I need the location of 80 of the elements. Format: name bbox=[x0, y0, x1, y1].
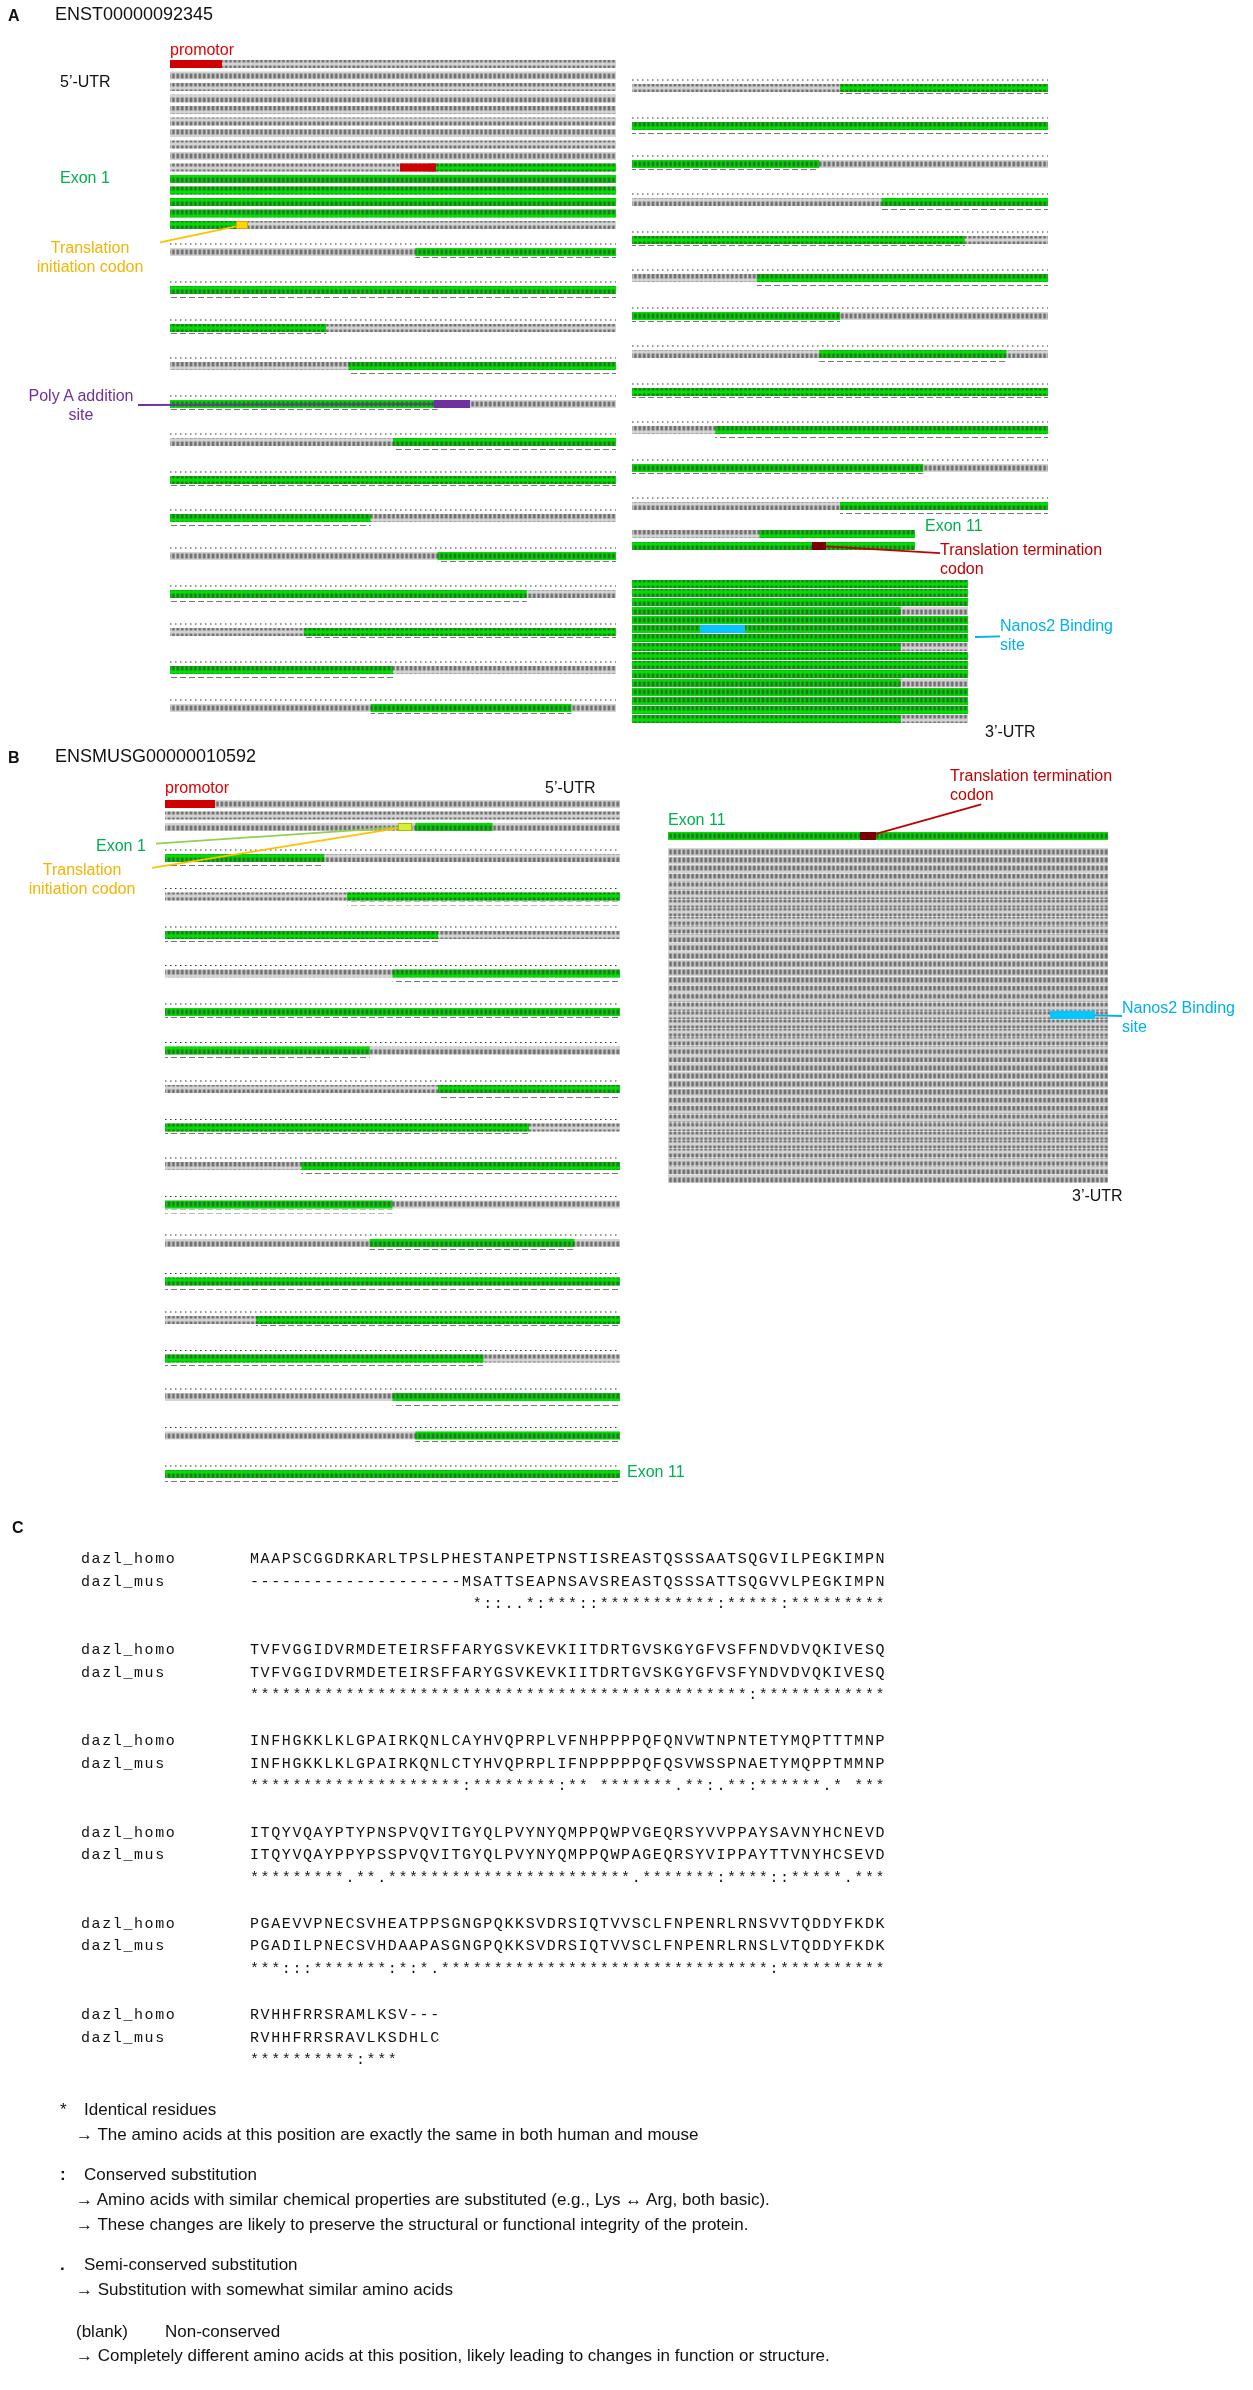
leader-line bbox=[974, 635, 1001, 638]
region-label: Exon 11 bbox=[627, 1462, 685, 1482]
highlight-mark bbox=[236, 221, 248, 229]
protein-sequence: RVHHFRRSRAMLKSV--- bbox=[250, 2007, 441, 2025]
legend-term: Identical residues bbox=[84, 2100, 217, 2121]
protein-sequence: PGAEVVPNECSVHEATPPSGNGPQKKSVDRSIQTVVSCLFNPENRLRNSVVTQDDYFKDK bbox=[250, 1915, 887, 1934]
protein-sequence: INFHGKKLKLGPAIRKQNLCAYHVQPRPLVFNHPPPPQFQNVWTNPNTETYMQPTTTMNP bbox=[250, 1733, 887, 1752]
highlight-mark bbox=[434, 400, 470, 408]
region-label: 5’-UTR bbox=[545, 778, 596, 798]
conservation-line: ********************:********:** *******.**:.**:******.* *** bbox=[250, 1778, 887, 1797]
legend-description: → The amino acids at this position are exactly the same in both human and mouse bbox=[76, 2125, 699, 2146]
leader-line bbox=[875, 803, 983, 835]
callout-label: Poly A addition site bbox=[24, 386, 138, 425]
gene-id: ENSMUSG00000010592 bbox=[55, 746, 257, 768]
legend-description: → Completely different amino acids at this position, likely leading to changes in function or structure. bbox=[76, 2346, 831, 2367]
legend-symbol: * bbox=[60, 2100, 67, 2121]
legend-term: Semi-conserved substitution bbox=[84, 2255, 298, 2276]
protein-sequence: RVHHFRRSRAVLKSDHLC bbox=[250, 2029, 441, 2048]
legend-symbol: : bbox=[60, 2165, 66, 2186]
conservation-line: ***:::*******:*:*.*******************************:********** bbox=[250, 1960, 887, 1979]
protein-sequence: MAAPSCGGDRKARLTPSLPHESTANPETPNSTISREASTQSSSAATSQGVILPEGKIMPN bbox=[250, 1551, 887, 1569]
callout-label: Translation initiation codon bbox=[12, 860, 152, 899]
sequence-name: dazl_homo bbox=[81, 2007, 177, 2025]
sequence-name: dazl_mus bbox=[81, 2029, 166, 2048]
legend-term: Conserved substitution bbox=[84, 2165, 257, 2186]
protein-sequence: INFHGKKLKLGPAIRKQNLCTYHVQPRPLIFNPPPPPQFQSVWSSPNAETYMQPPTMMNP bbox=[250, 1755, 887, 1774]
highlight-mark bbox=[860, 832, 876, 840]
transcript-id: ENST00000092345 bbox=[55, 4, 214, 26]
legend-description: → Substitution with somewhat similar amino acids bbox=[76, 2280, 453, 2301]
legend-symbol: (blank) bbox=[76, 2322, 128, 2343]
conservation-line: *********.**.***********************.*******:****::*****.*** bbox=[250, 1869, 887, 1888]
conservation-line: ***********************************************:************ bbox=[250, 1687, 887, 1706]
panel-letter: C bbox=[12, 1518, 24, 1538]
legend-symbol: . bbox=[60, 2255, 65, 2276]
callout-label: Nanos2 Binding site bbox=[1000, 616, 1120, 655]
leader-line bbox=[1094, 1014, 1123, 1017]
protein-sequence: TVFVGGIDVRMDETEIRSFFARYGSVKEVKIITDRTGVSKGYGFVSFFNDVDVQKIVESQ bbox=[250, 1642, 887, 1661]
region-label: promotor bbox=[170, 40, 235, 60]
highlight-mark bbox=[1050, 1011, 1095, 1019]
panel-letter: A bbox=[8, 6, 20, 26]
legend-description: → Amino acids with similar chemical properties are substituted (e.g., Lys ↔ Arg, both basic). bbox=[76, 2190, 770, 2211]
sequence-name: dazl_homo bbox=[81, 1642, 177, 1661]
callout-label: Nanos2 Binding site bbox=[1122, 998, 1242, 1037]
panel-letter: B bbox=[8, 748, 20, 768]
protein-sequence: --------------------MSATTSEAPNSAVSREASTQSSSATTSQGVVLPEGKIMPN bbox=[250, 1573, 887, 1592]
sequence-name: dazl_mus bbox=[81, 1755, 166, 1774]
region-label: 5’-UTR bbox=[60, 72, 111, 92]
highlight-mark bbox=[812, 542, 826, 550]
callout-label: Translation termination codon bbox=[940, 540, 1140, 579]
callout-label: Exon 1 bbox=[96, 836, 156, 856]
sequence-name: dazl_mus bbox=[81, 1938, 166, 1957]
callout-label: Translation termination codon bbox=[950, 766, 1150, 805]
protein-sequence: PGADILPNECSVHDAAPASGNGPQKKSVDRSIQTVVSCLFNPENRLRNSLVTQDDYFKDK bbox=[250, 1938, 887, 1957]
callout-label: Translation initiation codon bbox=[20, 238, 160, 277]
conservation-line: *::..*:***::***********:*****:********* bbox=[471, 1596, 887, 1614]
region-label: Exon 11 bbox=[925, 516, 983, 536]
sequence-name: dazl_mus bbox=[81, 1573, 166, 1592]
sequence-name: dazl_mus bbox=[81, 1664, 166, 1683]
protein-sequence: ITQYVQAYPTYPNSPVQVITGYQLPVYNYQMPPQWPVGEQRSYVVPPAYSAVNYHCNEVD bbox=[250, 1824, 887, 1843]
protein-sequence: ITQYVQAYPPYPSSPVQVITGYQLPVYNYQMPPQWPAGEQRSYVIPPAYTTVNYHCSEVD bbox=[250, 1847, 887, 1866]
region-label: 3’-UTR bbox=[985, 722, 1036, 742]
protein-sequence: TVFVGGIDVRMDETEIRSFFARYGSVKEVKIITDRTGVSKGYGFVSFYNDVDVQKIVESQ bbox=[250, 1664, 887, 1683]
leader-line bbox=[825, 545, 941, 555]
region-label: promotor bbox=[165, 778, 230, 798]
legend-description: → These changes are likely to preserve the structural or functional integrity of the protein. bbox=[76, 2215, 749, 2236]
region-label: Exon 1 bbox=[60, 168, 110, 188]
region-label: 3’-UTR bbox=[1072, 1186, 1123, 1206]
leader-line bbox=[137, 403, 435, 406]
sequence-name: dazl_homo bbox=[81, 1915, 177, 1934]
sequence-name: dazl_homo bbox=[81, 1824, 177, 1843]
sequence-name: dazl_mus bbox=[81, 1847, 166, 1866]
conservation-line: **********:*** bbox=[250, 2052, 399, 2070]
legend-term: Non-conserved bbox=[165, 2322, 281, 2343]
sequence-name: dazl_homo bbox=[81, 1551, 177, 1569]
highlight-mark bbox=[398, 823, 412, 831]
sequence-name: dazl_homo bbox=[81, 1733, 177, 1752]
leader-line bbox=[155, 826, 399, 845]
region-label: Exon 11 bbox=[668, 810, 726, 830]
leader-line bbox=[151, 827, 399, 869]
leader-line bbox=[159, 225, 237, 244]
